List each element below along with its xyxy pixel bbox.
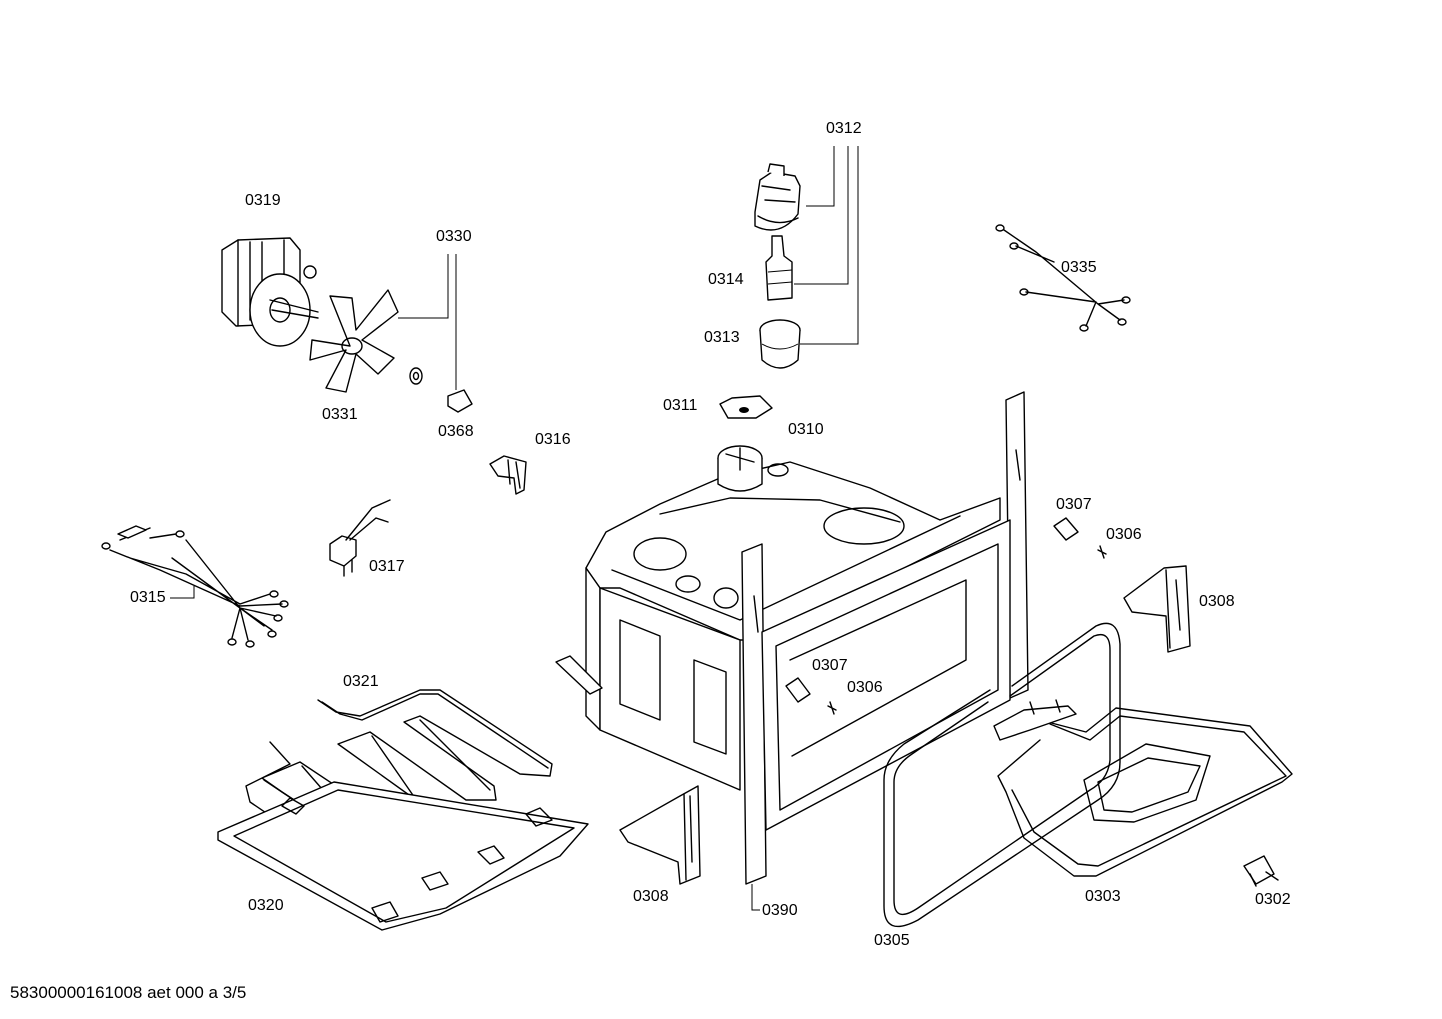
leader-0312 — [794, 146, 859, 345]
part-0307-lower-cap[interactable] — [785, 677, 811, 703]
label-0320: 0320 — [248, 897, 284, 914]
part-0316-bracket[interactable] — [489, 455, 527, 495]
label-0317: 0317 — [369, 558, 405, 575]
part-0320-heater-tray[interactable] — [217, 781, 589, 931]
label-0314: 0314 — [708, 271, 744, 288]
part-0314-lamp-bulb[interactable] — [765, 235, 793, 301]
label-0315: 0315 — [130, 589, 166, 606]
part-0368-nut[interactable] — [447, 389, 473, 413]
leader-0390 — [751, 884, 760, 911]
label-0306-upper: 0306 — [1106, 526, 1142, 543]
part-0313-lamp-cover[interactable] — [759, 319, 801, 369]
label-0305: 0305 — [874, 932, 910, 949]
leader-0330 — [398, 254, 457, 390]
part-0305-door-gasket[interactable] — [883, 622, 1121, 928]
leader-0315 — [170, 586, 195, 599]
part-0308-left-bracket[interactable] — [619, 785, 701, 885]
label-0308-right: 0308 — [1199, 593, 1235, 610]
part-0302-clip[interactable] — [1243, 855, 1279, 887]
label-0330: 0330 — [436, 228, 472, 245]
part-0315-wiring-harness[interactable] — [101, 525, 289, 648]
label-0313: 0313 — [704, 329, 740, 346]
label-0311: 0311 — [663, 397, 698, 414]
part-0303-grill-element[interactable] — [993, 699, 1293, 877]
label-0310: 0310 — [788, 421, 824, 438]
label-0368: 0368 — [438, 423, 474, 440]
drawing-number: 58300000161008 aet 000 a 3/5 — [10, 983, 247, 1002]
label-0316: 0316 — [535, 431, 571, 448]
part-0306-upper-screw[interactable] — [1097, 545, 1107, 559]
label-0335: 0335 — [1061, 259, 1097, 276]
part-0307-upper-cap[interactable] — [1053, 517, 1079, 541]
label-0307-upper: 0307 — [1056, 496, 1092, 513]
part-0390-front-frame[interactable] — [555, 391, 1029, 885]
label-0306-lower: 0306 — [847, 679, 883, 696]
part-0317-switch[interactable] — [329, 499, 391, 577]
label-0331: 0331 — [322, 406, 358, 423]
label-0302: 0302 — [1255, 891, 1291, 908]
part-0306-lower-screw[interactable] — [827, 701, 837, 715]
part-0319-fan-motor[interactable] — [221, 237, 319, 347]
part-0335-wiring[interactable] — [995, 224, 1131, 332]
label-0321: 0321 — [343, 673, 379, 690]
label-0308-left: 0308 — [633, 888, 669, 905]
label-0307-lower: 0307 — [812, 657, 848, 674]
label-0312: 0312 — [826, 120, 862, 137]
part-0310-oven-muffle[interactable] — [585, 445, 1001, 791]
label-0319: 0319 — [245, 192, 281, 209]
label-0390: 0390 — [762, 902, 798, 919]
part-0330-washer[interactable] — [409, 367, 423, 385]
part-0308-right-bracket[interactable] — [1123, 565, 1191, 653]
part-0312-lamp-housing[interactable] — [754, 163, 801, 231]
part-0311-lamp-bracket[interactable] — [719, 395, 773, 419]
label-0303: 0303 — [1085, 888, 1121, 905]
part-0331-fan-blade[interactable] — [309, 289, 399, 393]
